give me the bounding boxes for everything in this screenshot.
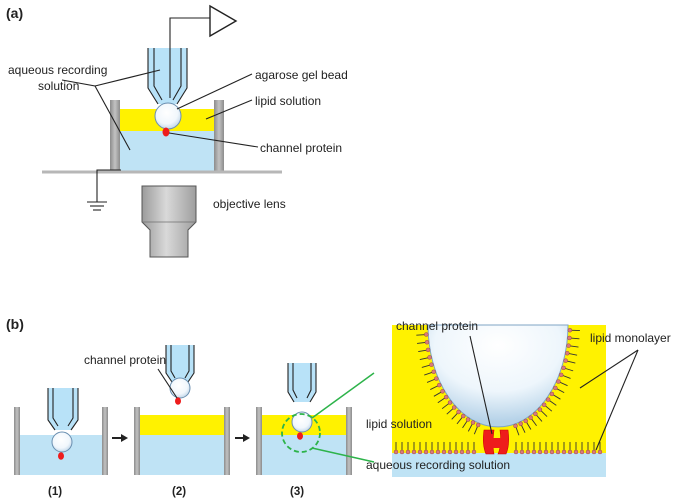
amplifier-icon <box>209 4 238 38</box>
label-lipid-monolayer: lipid monolayer <box>590 331 671 345</box>
panel-a-setup <box>42 4 282 258</box>
lipid-monolayer-bead <box>416 327 580 436</box>
channel-protein-a <box>162 127 170 137</box>
leader-lipid <box>205 99 253 120</box>
leader-gel-bead <box>176 73 253 110</box>
chamber-wall-left <box>110 100 120 172</box>
step-2-chamber <box>134 345 230 475</box>
label-channel-protein-a: channel protein <box>260 141 342 155</box>
label-gel-bead: agarose gel bead <box>255 68 348 82</box>
recording-pipette <box>147 48 188 105</box>
step-1-chamber <box>14 388 108 475</box>
leader-protein <box>168 132 259 148</box>
lipid-monolayer-interface <box>393 442 603 455</box>
step-3-label: (3) <box>290 486 304 498</box>
electrode-wire <box>169 17 210 98</box>
arrow-step-2-to-3 <box>235 434 250 442</box>
leader-channel-protein-magnified <box>469 335 493 435</box>
arrow-step-1-to-2 <box>112 434 128 442</box>
leader-monolayer-2 <box>595 349 639 451</box>
panel-b-label: (b) <box>6 316 24 332</box>
label-channel-protein-magnified: channel protein <box>396 319 478 333</box>
panel-a-label: (a) <box>6 5 23 21</box>
leader-monolayer-1 <box>579 349 639 389</box>
ground-icon <box>87 169 121 211</box>
objective-lens-icon <box>141 185 197 258</box>
label-lipid-solution-a: lipid solution <box>255 94 321 108</box>
label-channel-protein-step2: channel protein <box>84 353 166 367</box>
label-objective-lens: objective lens <box>213 197 286 211</box>
gel-bead-magnified <box>427 324 569 428</box>
label-aqueous-solution-2: solution <box>38 79 79 93</box>
gel-bead <box>154 102 182 130</box>
chamber-wall-right <box>214 100 224 172</box>
label-aqueous-solution-b: aqueous recording solution <box>366 458 510 472</box>
step-1-label: (1) <box>48 486 62 498</box>
magnified-view <box>392 324 639 477</box>
channel-protein-magnified <box>483 429 509 455</box>
label-lipid-solution-b: lipid solution <box>366 417 432 431</box>
zoom-highlight-circle <box>281 413 321 453</box>
step-2-label: (2) <box>172 486 186 498</box>
step-3-chamber <box>256 363 375 475</box>
leader-aqueous-2 <box>94 69 161 87</box>
aqueous-solution-region <box>120 130 214 172</box>
label-aqueous-solution-1: aqueous recording <box>8 63 107 77</box>
